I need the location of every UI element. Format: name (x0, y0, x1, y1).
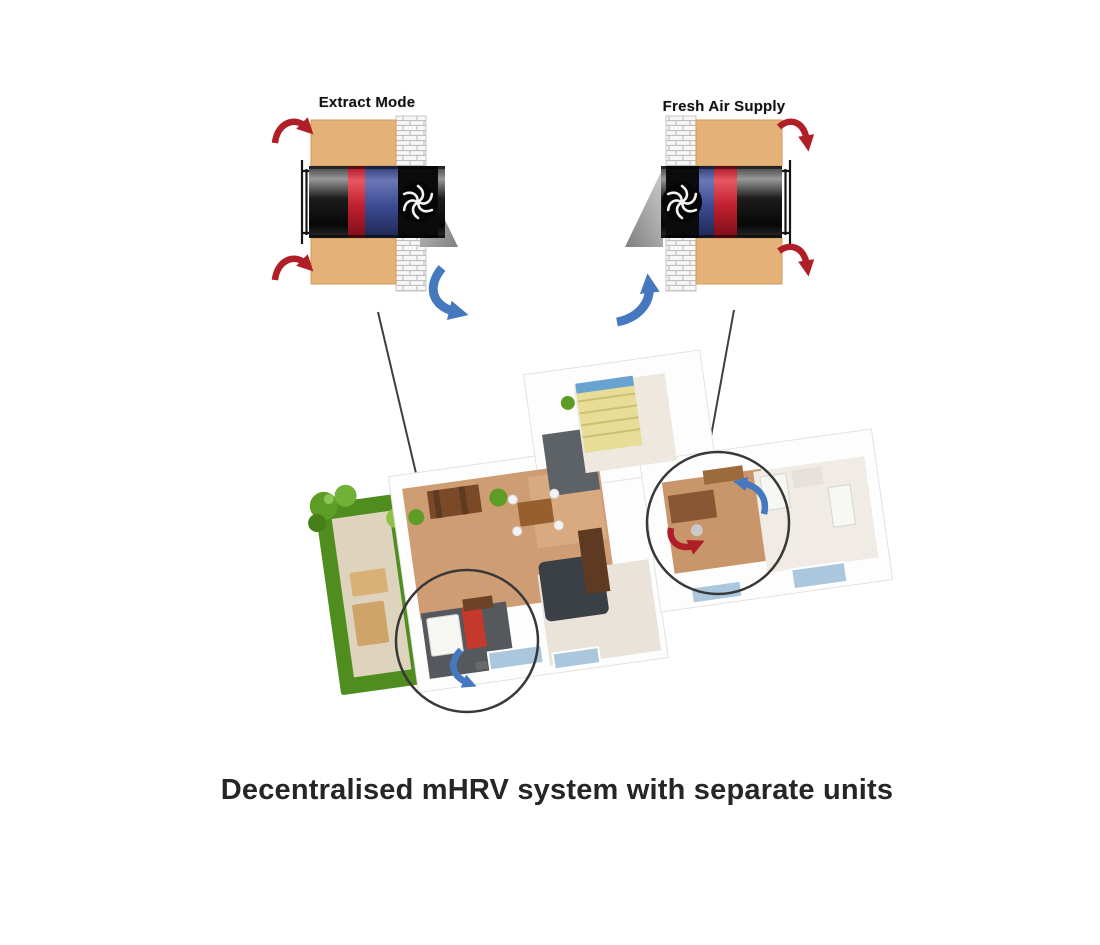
fresh-air-supply-label: Fresh Air Supply (662, 98, 786, 115)
lounge-furniture (352, 600, 390, 647)
garden-terrace (308, 484, 427, 695)
chair (512, 526, 523, 537)
tree-icon (334, 484, 357, 507)
duct-cylinder (660, 166, 782, 238)
wall-block (695, 119, 783, 167)
wall-brick-column (395, 115, 427, 169)
fan-swirl-icon (660, 180, 704, 224)
extract-location-circle (394, 568, 540, 714)
lounge-furniture (349, 568, 389, 597)
shelf (462, 595, 494, 612)
furniture (408, 375, 857, 672)
supply-leader-line (707, 309, 735, 454)
window (689, 579, 744, 605)
blue-curved-arrow-icon (615, 273, 660, 327)
plant-icon (408, 509, 425, 526)
wall-block (310, 237, 397, 285)
chair (553, 520, 564, 531)
floor-plan (308, 349, 894, 695)
fresh-air-unit-illustration (615, 115, 815, 327)
tree-icon (308, 514, 327, 533)
bed (575, 375, 643, 454)
red-curved-arrow-icon (776, 118, 815, 152)
desk (667, 489, 718, 524)
fan-swirl-icon (396, 180, 440, 224)
dining-table (517, 498, 555, 527)
extract-mode-label: Extract Mode (318, 94, 416, 111)
supply-location-circle (645, 450, 791, 596)
red-wall-panel (461, 604, 487, 650)
bath-fixture (791, 466, 824, 489)
caption: Decentralised mHRV system with separate … (220, 774, 894, 806)
extract-unit-illustration (271, 115, 469, 321)
duct-cylinder (309, 166, 445, 238)
tv-panel (577, 527, 611, 595)
bath-fixture (827, 483, 857, 528)
red-curved-arrow-icon (777, 243, 815, 277)
red-curved-arrow-icon (271, 117, 314, 144)
plant-icon (489, 488, 508, 507)
red-curved-arrow-icon (667, 527, 705, 555)
washer (426, 614, 464, 657)
wall-bracket (300, 160, 311, 244)
blue-curved-arrow-icon (450, 647, 477, 688)
blue-curved-arrow-icon (428, 265, 469, 321)
wall-brick-column (665, 115, 697, 169)
window (790, 560, 849, 591)
wall-bracket (781, 160, 792, 244)
red-curved-arrow-icon (271, 254, 314, 281)
chair (690, 524, 703, 537)
vent (475, 660, 489, 671)
window (551, 645, 602, 671)
wall-block (695, 237, 783, 285)
chair (549, 488, 560, 499)
window (486, 643, 545, 672)
plant-icon (560, 395, 575, 410)
wall-block (310, 119, 397, 167)
blue-curved-arrow-icon (732, 476, 769, 515)
chair (507, 494, 518, 505)
wall-cutaway-triangle (625, 168, 663, 247)
wall-brick-column (665, 235, 697, 292)
